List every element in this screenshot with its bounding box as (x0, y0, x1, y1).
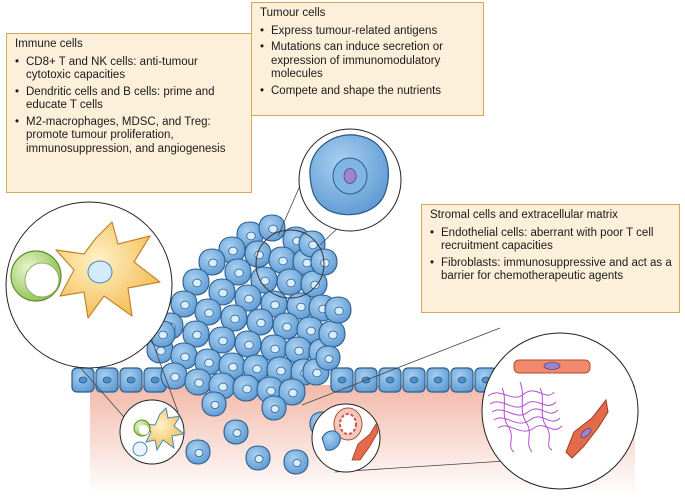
tumour-cell (194, 298, 222, 326)
invading-tumour-cells (185, 345, 341, 475)
tumour-cell (324, 296, 352, 324)
immune-cells-list: CD8+ T and NK cells: anti-tumour cytotox… (15, 56, 245, 157)
tumour-cell (296, 316, 324, 344)
tumour-mass (146, 214, 352, 406)
stromal-small-zoom (311, 403, 381, 473)
tumour-cell (276, 268, 304, 296)
tumour-zoom-origin (255, 229, 325, 299)
stromal-zoom (481, 332, 639, 490)
stromal-item: Endothelial cells: aberrant with poor T … (430, 227, 673, 254)
tumour-cells-title: Tumour cells (260, 7, 326, 19)
tumour-cell (182, 268, 210, 296)
stromal-item: Fibroblasts: immunosuppressive and act a… (430, 257, 673, 284)
extracellular-matrix-fibres (487, 381, 563, 453)
epithelial-layer-left (71, 367, 167, 393)
tumour-cell (194, 348, 222, 376)
tumour-item: Mutations can induce secretion or expres… (260, 41, 477, 82)
tumour-item: Compete and shape the nutrients (260, 85, 477, 99)
immune-item: CD8+ T and NK cells: anti-tumour cytotox… (15, 56, 245, 83)
tumour-cell (223, 419, 249, 445)
tumour-cell (232, 374, 260, 402)
stromal-cells-list: Endothelial cells: aberrant with poor T … (430, 227, 673, 284)
tumour-cell (268, 246, 296, 274)
tumour-cell (220, 304, 248, 332)
tumour-cell (283, 449, 309, 475)
immune-cells-zoom (5, 201, 173, 369)
tumour-cell (315, 345, 341, 371)
tumour-cell (184, 368, 212, 396)
tumour-cell (224, 258, 252, 286)
immune-item: Dendritic cells and B cells: prime and e… (15, 86, 245, 113)
stromal-cells-box: Stromal cells and extracellular matrix E… (421, 204, 680, 313)
tumour-cell (245, 445, 271, 471)
tumour-cells-box: Tumour cells Express tumour-related anti… (251, 2, 484, 116)
tumour-cell (201, 391, 227, 417)
dendritic-cell (55, 221, 161, 319)
tumour-cell (234, 330, 262, 358)
immune-cells-title: Immune cells (15, 38, 83, 50)
immune-cells-small-zoom (119, 399, 186, 465)
endothelial-cell (513, 359, 591, 374)
fibroblast (565, 398, 609, 459)
tumour-cell (260, 334, 288, 362)
tumour-item: Express tumour-related antigens (260, 25, 477, 39)
tumour-cell (185, 439, 211, 465)
tumour-cell (198, 248, 226, 276)
immune-item: M2-macrophages, MDSC, and Treg: promote … (15, 116, 245, 157)
t-cell (10, 250, 62, 302)
tumour-cell (278, 378, 306, 406)
tumour-cell-zoom (298, 128, 402, 232)
tumour-cells-list: Express tumour-related antigens Mutation… (260, 25, 477, 99)
immune-cells-box: Immune cells CD8+ T and NK cells: anti-t… (6, 33, 252, 193)
tumour-cell (261, 395, 287, 421)
tumour-cell (318, 320, 346, 348)
tumour-cell (218, 352, 246, 380)
stromal-cells-title: Stromal cells and extracellular matrix (430, 209, 618, 221)
